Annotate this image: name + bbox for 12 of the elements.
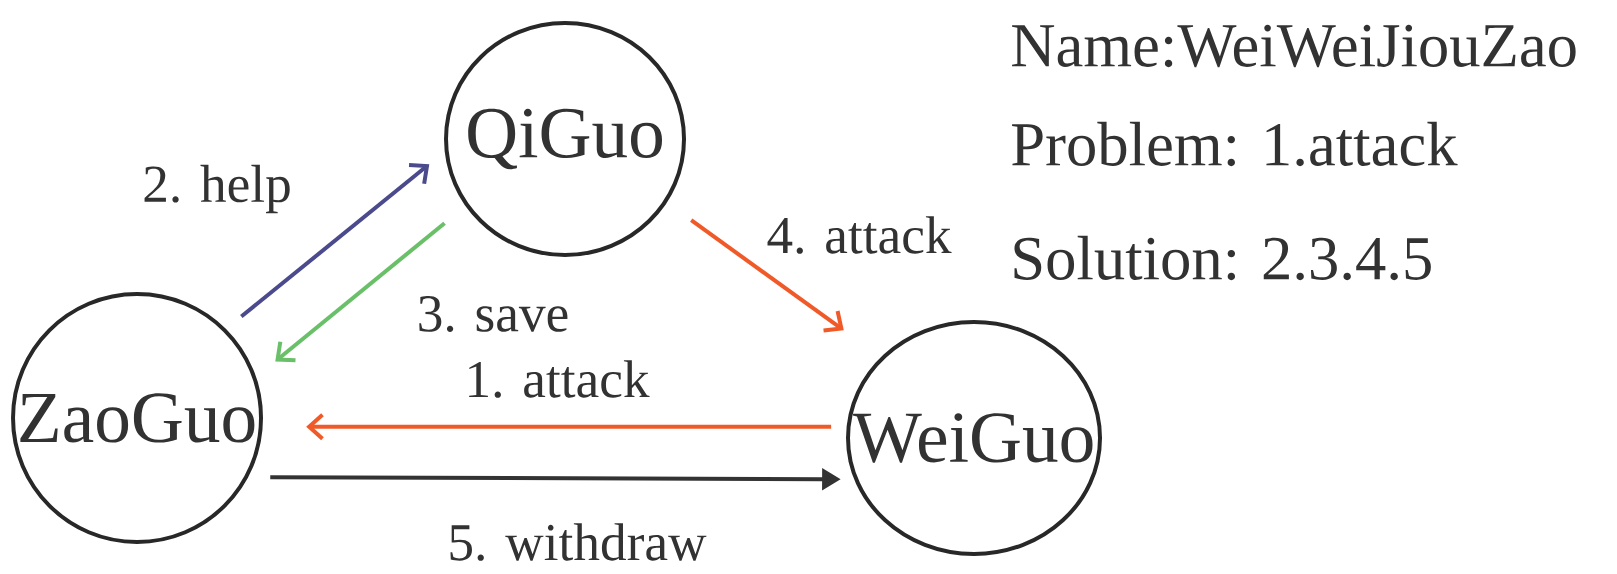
edge-label: 5. withdraw xyxy=(446,521,708,563)
arrow xyxy=(690,218,844,333)
arrow xyxy=(306,413,832,441)
arrow xyxy=(240,163,430,319)
edge-label: 2. help xyxy=(140,163,294,215)
arrow xyxy=(275,221,446,363)
edge-label: 3. save xyxy=(415,294,571,334)
note-text: Solution: 2.3.4.5 xyxy=(1014,235,1431,281)
note-text: Name:WeiWeiJiouZao xyxy=(1012,24,1576,68)
edge-label: 4. attack xyxy=(765,214,953,256)
note-text: Problem: 1.attack xyxy=(1012,121,1458,167)
edge-label: 1. attack xyxy=(463,358,651,400)
